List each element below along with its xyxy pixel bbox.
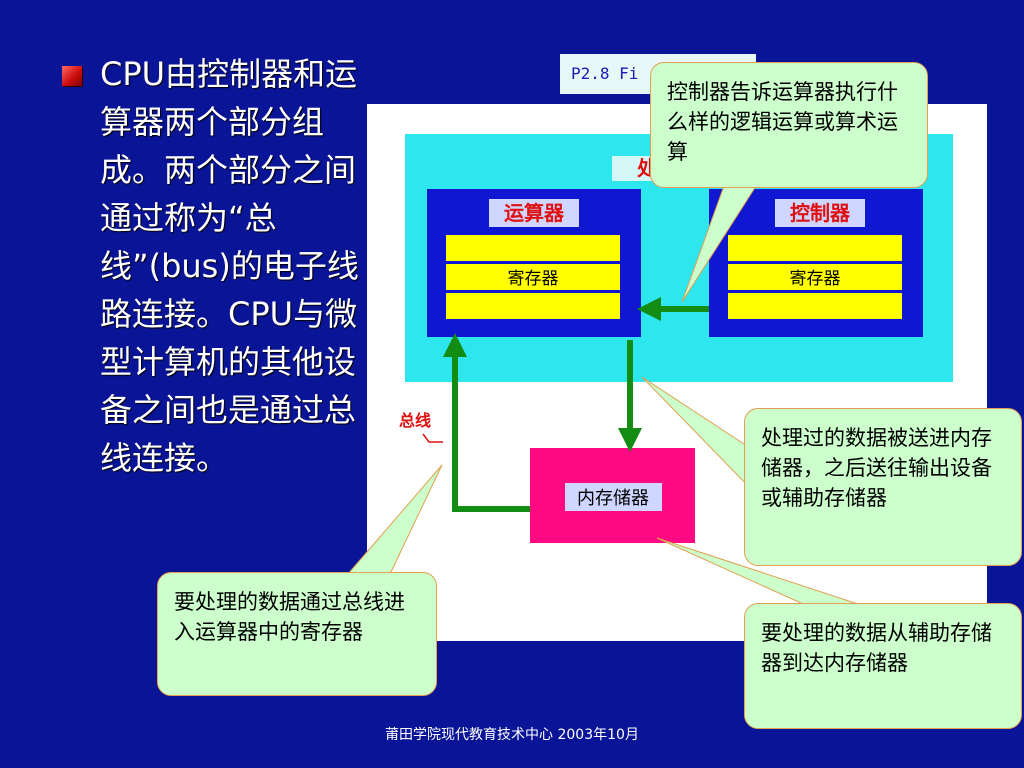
bullet-text: CPU由控制器和运算器两个部分组成。两个部分之间通过称为“总线”(bus)的电子… — [100, 55, 359, 477]
control-register-mid — [728, 264, 902, 290]
control-label: 控制器 — [790, 201, 851, 225]
alu-register-bottom — [446, 293, 620, 319]
alu-register-top — [446, 235, 620, 261]
memory-label: 内存储器 — [577, 488, 649, 509]
processed-callout-tail — [641, 376, 753, 492]
footer-credit: 莆田学院现代教育技术中心 2003年10月 — [385, 727, 639, 743]
cpu-diagram-figure: 处 运算器 寄存器 控制器 寄存器 内存储器 总线 — [367, 104, 987, 641]
alu-label-box — [489, 199, 579, 227]
processed-data-callout: 处理过的数据被送进内存储器，之后送往输出设备或辅助存储器 — [744, 408, 1022, 566]
alu-label: 运算器 — [504, 201, 565, 225]
bullet-marker — [62, 66, 82, 86]
alu-register-label: 寄存器 — [508, 269, 559, 289]
cpu-diagram: 处 运算器 寄存器 控制器 寄存器 内存储器 总线 — [399, 134, 953, 543]
bus-label: 总线 — [399, 411, 431, 430]
aux-storage-callout: 要处理的数据从辅助存储器到达内存储器 — [744, 603, 1022, 729]
input-data-callout: 要处理的数据通过总线进入运算器中的寄存器 — [157, 572, 437, 696]
control-label-box — [775, 199, 865, 227]
control-register-top — [728, 235, 902, 261]
memory-to-alu-bus-arrow — [443, 333, 530, 512]
control-register-bottom — [728, 293, 902, 319]
memory-label-box — [565, 483, 662, 511]
input-callout-tail — [346, 464, 443, 575]
alu-register-mid — [446, 264, 620, 290]
control-callout-tail — [681, 185, 757, 303]
bus-label-pointer — [422, 433, 443, 443]
control-callout: 控制器告诉运算器执行什么样的逻辑运算或算术运算 — [650, 62, 928, 188]
control-register-label: 寄存器 — [790, 269, 841, 289]
